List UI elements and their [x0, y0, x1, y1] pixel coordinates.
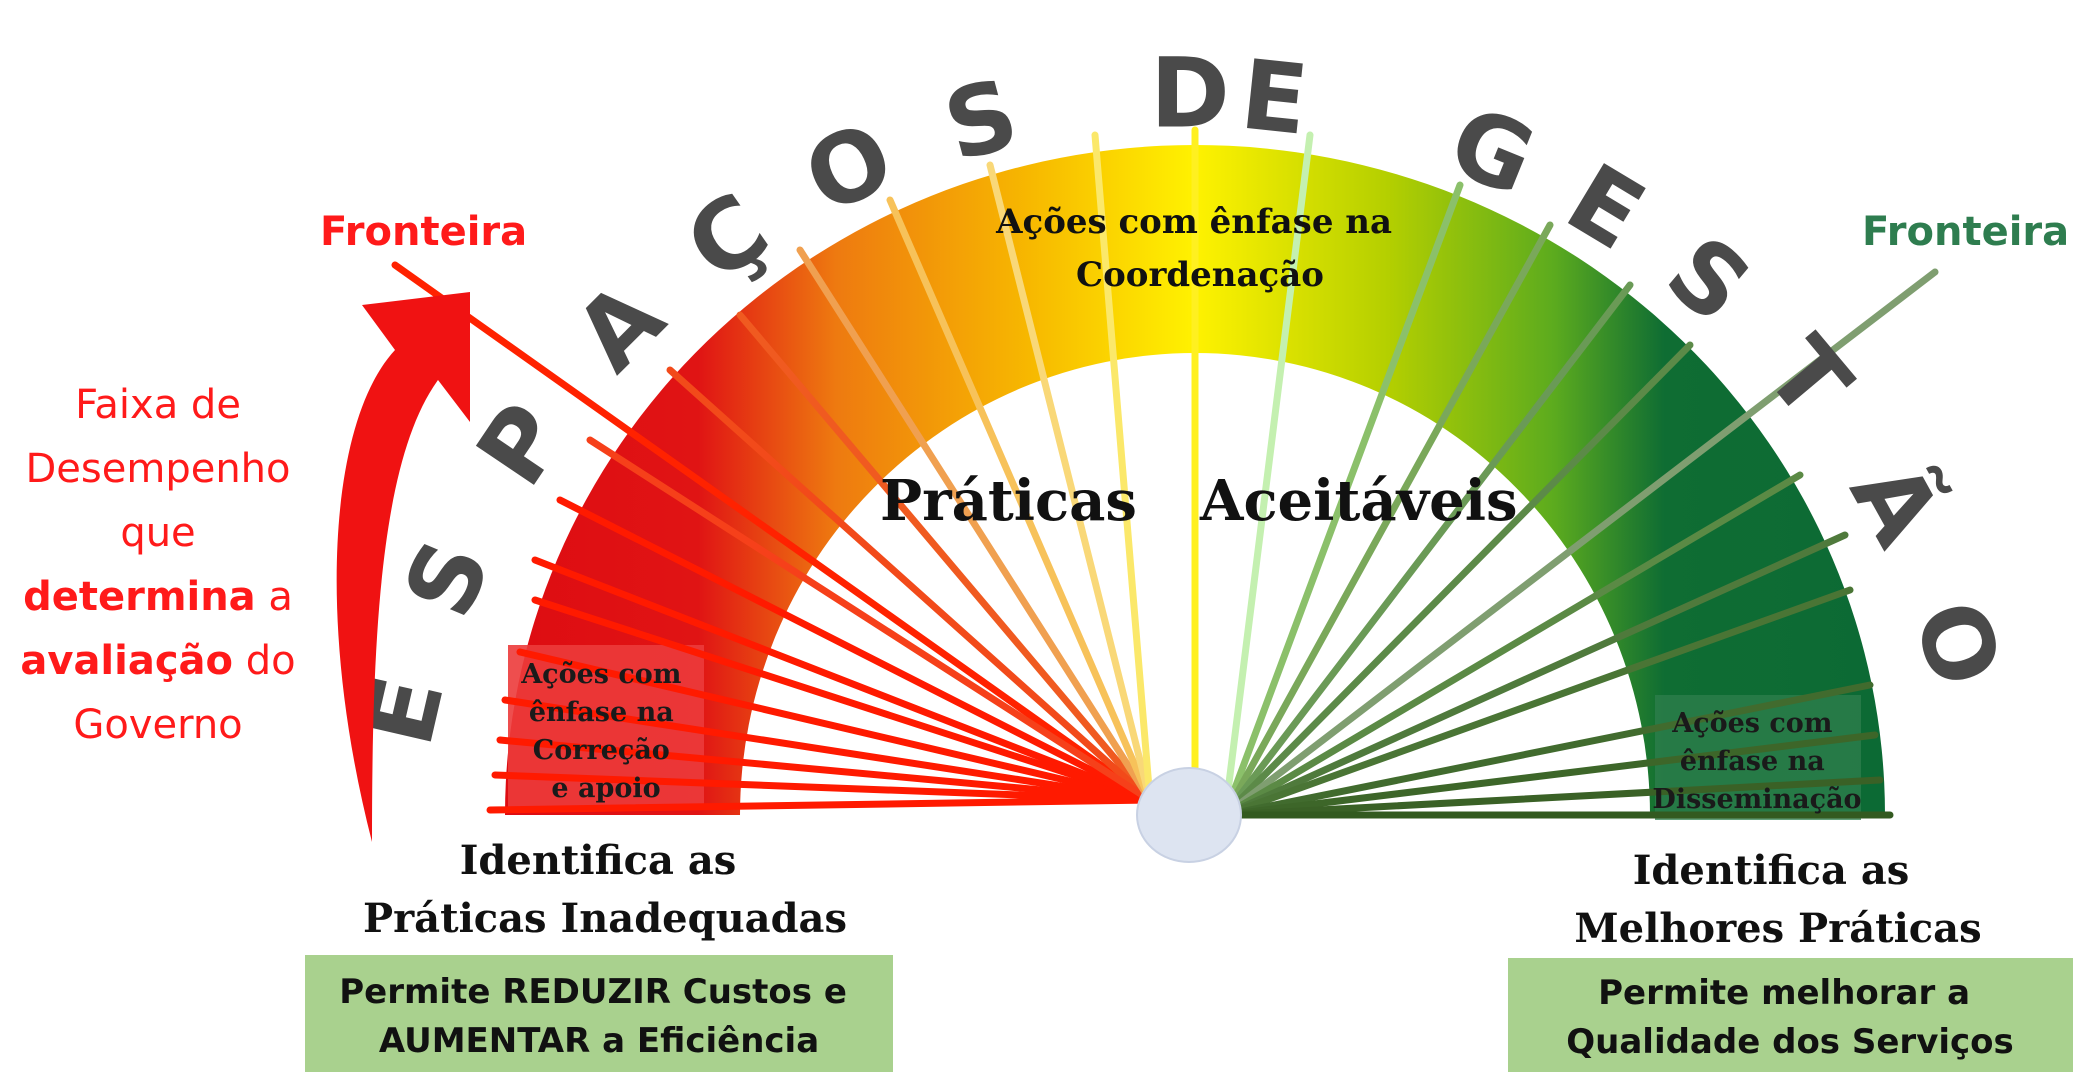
gauge-ray [516, 648, 1154, 804]
frontier-left-label: Fronteira [320, 209, 527, 255]
side-caption-segment: determina [23, 574, 256, 620]
gauge-ray [496, 736, 1154, 804]
gauge-ray [1091, 131, 1154, 804]
gauge-ray [1221, 181, 1464, 819]
frontier-right-label: Fronteira [1862, 209, 2069, 255]
side-caption-segment: Governo [73, 702, 242, 748]
center-label-aceitaveis: Aceitáveis [1199, 468, 1518, 534]
arc-title-letter: E [1236, 39, 1313, 157]
side-caption-segment: do [233, 638, 296, 684]
gauge-rays [391, 126, 1939, 819]
gauge-ray [1221, 776, 1884, 819]
coordination-label: Ações com ênfase na Coordenação [995, 202, 1404, 295]
gauge-ray [1221, 471, 1804, 819]
side-caption-segment: avaliação [20, 638, 233, 684]
gauge-ray [1221, 268, 1939, 819]
right-banner-text: Permite melhorar a Qualidade dos Serviço… [1566, 973, 2014, 1062]
arc-title-letter: Ã [1829, 444, 1964, 564]
left-banner-text: Permite REDUZIR Custos e AUMENTAR a Efic… [339, 972, 859, 1061]
curved-arrow [336, 292, 470, 842]
gauge-ray [666, 366, 1154, 804]
gauge-band [505, 145, 1885, 815]
right-banner [1508, 958, 2073, 1072]
arc-title-letter: S [382, 525, 512, 632]
gauge-ray [736, 311, 1154, 804]
gauge-hub [1136, 767, 1242, 863]
gauge-ray [491, 771, 1154, 804]
gauge-ray [1221, 681, 1874, 819]
left-caption: Identifica as Práticas Inadequadas [363, 837, 847, 942]
left-banner [305, 955, 893, 1072]
gauge-ray [1221, 281, 1634, 819]
gauge-ray [556, 496, 1154, 804]
side-caption-segment: que [120, 510, 195, 556]
gauge-ray [1221, 341, 1694, 819]
gauge-ray [586, 436, 1154, 804]
gauge-ray [986, 161, 1154, 804]
arc-title-letter: P [455, 384, 587, 505]
side-caption-segment: Desempenho [26, 446, 291, 492]
arc-title-letter: S [933, 57, 1029, 183]
gauge-ray [501, 696, 1154, 804]
correction-label: Ações com ênfase na Correção e apoio [520, 659, 691, 804]
gauge-ray [1221, 131, 1314, 819]
center-label-praticas: Práticas [880, 468, 1137, 534]
gauge-ray [1221, 586, 1854, 819]
dissemination-label: Ações com ênfase na Disseminação [1652, 708, 1861, 815]
side-caption: Faixa de Desempenho que determina a avaliaçã… [20, 382, 295, 748]
gauge-ray [1221, 221, 1554, 819]
gauge-ray [886, 196, 1154, 804]
side-caption-segment: Faixa de [75, 382, 241, 428]
right-caption: Identifica as Melhores Práticas [1574, 847, 1981, 952]
gauge-ray [796, 246, 1154, 804]
gauge-ray [486, 796, 1154, 814]
arc-title-letter: D [1150, 37, 1230, 149]
gauge-ray [531, 556, 1154, 804]
arc-title-letter: A [554, 261, 686, 393]
side-caption-segment: a [256, 574, 293, 620]
gauge-ray [1221, 731, 1879, 819]
gauge-ray [391, 261, 1154, 804]
arc-title-letter: O [1891, 588, 2023, 700]
arc-title-letter: Ç [666, 171, 788, 303]
gauge-ray [1221, 531, 1849, 819]
gauge-ray [531, 596, 1154, 804]
